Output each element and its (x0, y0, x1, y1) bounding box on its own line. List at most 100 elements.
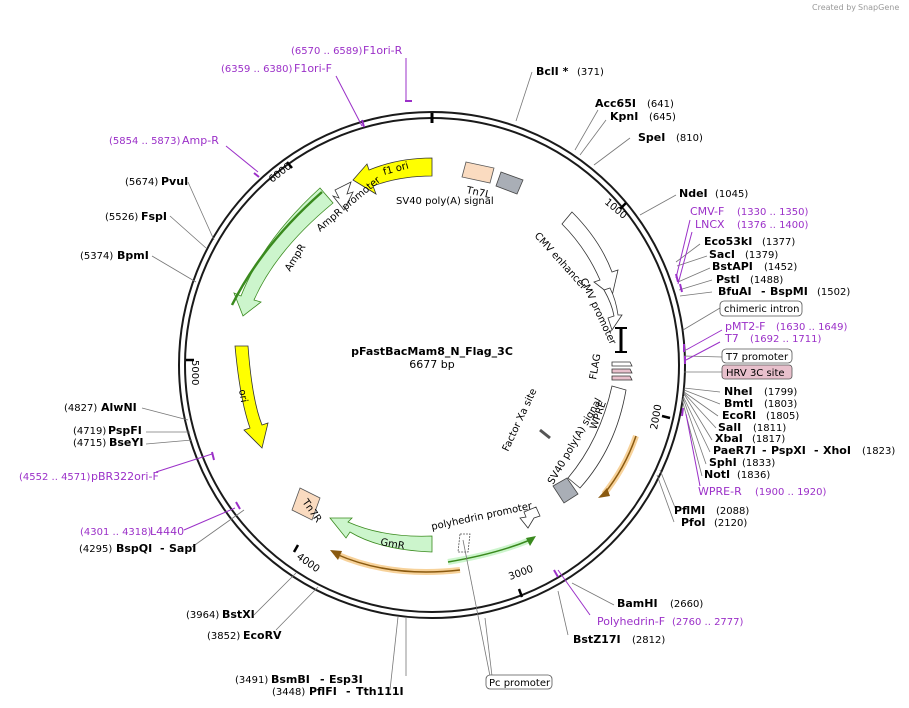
primer-lncx-range: (1376 .. 1400) (737, 220, 809, 231)
site-spei-pos: (810) (676, 133, 703, 144)
site-paer7i-dash: - (762, 444, 767, 457)
site-saci-pos: (1379) (745, 250, 778, 261)
snapgene-logo[interactable]: SnapGene (858, 3, 899, 12)
site-sapi[interactable]: SapI (169, 542, 196, 555)
backbone-outer (178, 111, 686, 619)
primer-l4440[interactable]: L4440 (150, 525, 184, 538)
primer-lncx[interactable]: LNCX (695, 218, 725, 231)
primer-cmv-f[interactable]: CMV-F (690, 205, 724, 218)
pc-promoter-tag[interactable] (485, 674, 553, 690)
site-pspxi[interactable]: PspXI (771, 444, 806, 457)
site-eco53ki-pos: (1377) (762, 237, 795, 248)
primer-f1ori-r[interactable]: F1ori-R (363, 44, 403, 57)
site-bstapi-pos: (1452) (764, 262, 797, 273)
site-bamhi[interactable]: BamHI (617, 597, 658, 610)
tick-label-3000: 3000 (507, 564, 535, 583)
site-bamhi-pos: (2660) (670, 599, 703, 610)
site-sphi[interactable]: SphI (709, 456, 737, 469)
t7-promoter-label: T7 promoter (725, 352, 789, 363)
site-tth111i[interactable]: Tth111I (356, 685, 404, 698)
site-alwni[interactable]: AlwNI (101, 401, 137, 414)
site-bseyi[interactable]: BseYI (109, 436, 143, 449)
flag-box[interactable] (611, 361, 633, 367)
site-ecori[interactable]: EcoRI (722, 409, 756, 422)
site-noti[interactable]: NotI (704, 468, 730, 481)
tn7r-box[interactable] (291, 487, 321, 521)
gmr-arrow[interactable] (329, 517, 433, 553)
t7-promoter-box[interactable] (721, 348, 793, 364)
site-bstxi[interactable]: BstXI (222, 608, 255, 621)
site-paer7i[interactable]: PaeR7I (713, 444, 756, 457)
site-xbai[interactable]: XbaI (715, 432, 743, 445)
wpre-box[interactable] (567, 385, 627, 489)
tn7l-box[interactable] (461, 161, 495, 184)
primer-cmv-f-range: (1330 .. 1350) (737, 207, 809, 218)
site-bseyi-pos: (4715) (73, 438, 106, 449)
primer-f1ori-f[interactable]: F1ori-F (294, 62, 332, 75)
primer-wpre-r[interactable]: WPRE-R (698, 485, 742, 498)
site-bpmi[interactable]: BpmI (117, 249, 149, 262)
cmv-enhancer-arrow[interactable] (561, 211, 619, 297)
site-bmti[interactable]: BmtI (724, 397, 753, 410)
site-spei[interactable]: SpeI (638, 131, 665, 144)
site-bstz17i[interactable]: BstZ17I (573, 633, 621, 646)
f1-ori-arrow[interactable] (352, 157, 433, 195)
ampr-arrow[interactable] (233, 187, 334, 317)
tick-label-4000: 4000 (294, 551, 321, 575)
site-bfuai[interactable]: BfuAI (718, 285, 752, 298)
site-nhei[interactable]: NheI (724, 385, 753, 398)
site-xhoi[interactable]: XhoI (823, 444, 851, 457)
site-kpni[interactable]: KpnI (610, 110, 638, 123)
site-pvui-pos: (5674) (125, 177, 158, 188)
site-esp3i[interactable]: Esp3I (329, 673, 363, 686)
site-acc65i[interactable]: Acc65I (595, 97, 636, 110)
primer-pmt2-f[interactable]: pMT2-F (725, 320, 766, 333)
site-eco53ki[interactable]: Eco53kI (704, 235, 752, 248)
cmv-promoter-arrow[interactable] (603, 287, 623, 331)
hrv-3c-box-2[interactable] (611, 375, 633, 381)
site-alwni-pos: (4827) (64, 403, 97, 414)
site-bcli[interactable]: BclI * (536, 65, 569, 78)
site-bstapi[interactable]: BstAPI (712, 260, 753, 273)
site-ndei[interactable]: NdeI (679, 187, 708, 200)
site-pfoi-pos: (2120) (714, 518, 747, 529)
site-fspi[interactable]: FspI (141, 210, 167, 223)
polyhedrin-promoter-arrow[interactable] (519, 506, 541, 529)
factor-xa-label: Factor Xa site (501, 387, 540, 453)
primer-leaders (155, 58, 723, 616)
ampr-promoter-arrow[interactable] (331, 181, 354, 211)
hrv-3c-site-box[interactable] (721, 364, 793, 380)
site-bfuai-pos: (1502) (817, 287, 850, 298)
site-ecorv[interactable]: EcoRV (243, 629, 282, 642)
site-saci[interactable]: SacI (709, 248, 735, 261)
hrv-3c-box[interactable] (611, 368, 633, 374)
site-sali-pos: (1811) (753, 423, 786, 434)
site-pflmi[interactable]: PflMI (674, 504, 705, 517)
sv40-bottom-box[interactable] (552, 477, 579, 504)
site-sali[interactable]: SalI (718, 421, 741, 434)
primer-t7[interactable]: T7 (724, 332, 739, 345)
primer-amp-r[interactable]: Amp-R (182, 134, 219, 147)
site-pvui[interactable]: PvuI (161, 175, 188, 188)
site-pfoi[interactable]: PfoI (681, 516, 706, 529)
chimeric-intron-label: chimeric intron (724, 304, 799, 315)
chimeric-intron-box[interactable] (719, 300, 803, 317)
ori-arrow[interactable] (234, 345, 269, 449)
factor-xa-mark[interactable] (539, 428, 551, 440)
sv40-top-box[interactable] (495, 171, 524, 195)
hrv-3c-site-label: HRV 3C site (726, 368, 785, 379)
site-pflmi-pos: (2088) (716, 506, 749, 517)
site-fspi-pos: (5526) (105, 212, 138, 223)
site-bsmbi[interactable]: BsmBI (271, 673, 310, 686)
sv40-top-label: SV40 poly(A) signal (396, 196, 494, 207)
site-psti[interactable]: PstI (716, 273, 740, 286)
primer-pbr322ori-f[interactable]: pBR322ori-F (91, 470, 159, 483)
site-bstz17i-pos: (2812) (632, 635, 665, 646)
primer-polyhedrin-f[interactable]: Polyhedrin-F (597, 615, 665, 628)
site-pspfi[interactable]: PspFI (108, 424, 142, 437)
site-bstxi-pos: (3964) (186, 610, 219, 621)
site-bspmi[interactable]: BspMI (770, 285, 808, 298)
site-bspqi[interactable]: BspQI (116, 542, 152, 555)
site-pflfi[interactable]: PflFI (309, 685, 337, 698)
site-bfuai-dash: - (761, 285, 766, 298)
